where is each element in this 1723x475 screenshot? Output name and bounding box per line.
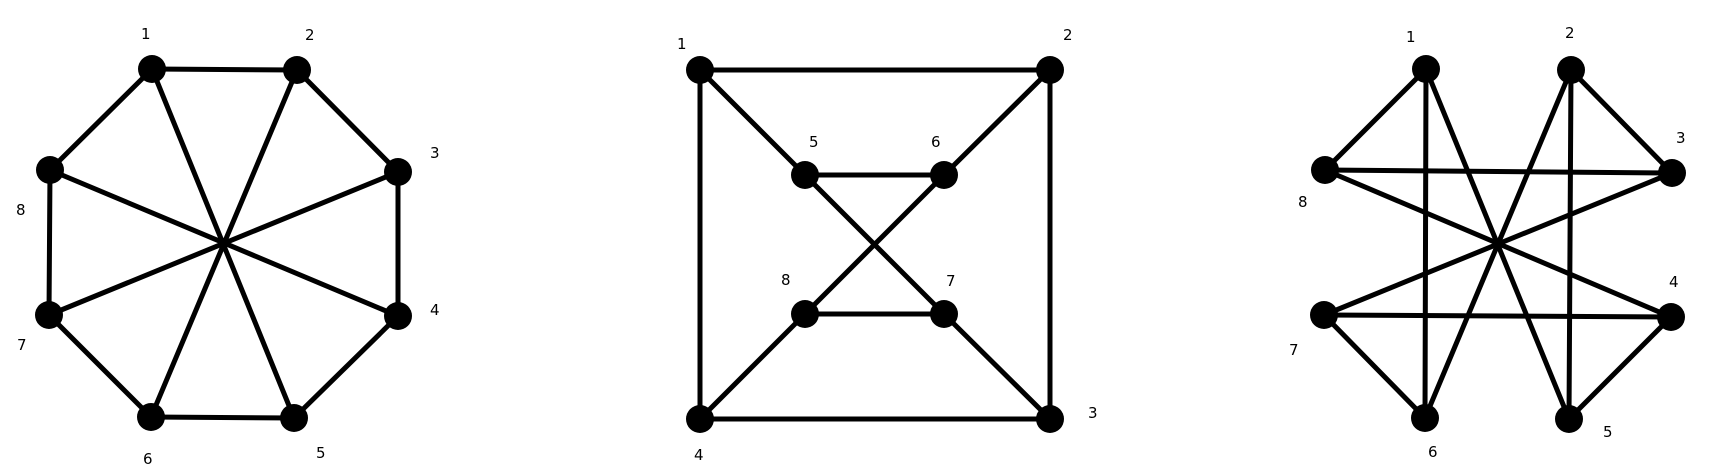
vertex-octagon-2 (283, 56, 311, 84)
edge-crossed-4-8 (1322, 167, 1674, 320)
vertex-label-crossed-2: 2 (1565, 24, 1575, 42)
vertex-squares-1 (686, 56, 714, 84)
vertex-label-crossed-7: 7 (1289, 341, 1299, 359)
edge-octagon-6-7 (46, 312, 154, 420)
graph-crossed: 1 2 3 4 5 6 7 8 (1289, 24, 1686, 461)
vertex-squares-5 (791, 161, 819, 189)
vertex-octagon-4 (384, 302, 412, 330)
vertex-label-squares-8: 8 (781, 271, 791, 289)
edge-crossed-1-6 (1422, 66, 1429, 421)
edge-octagon-2-3 (294, 67, 401, 175)
vertex-crossed-3 (1658, 159, 1686, 187)
vertex-crossed-1 (1412, 55, 1440, 83)
edge-squares-6-8 (802, 172, 947, 317)
vertex-label-octagon-4: 4 (430, 301, 440, 319)
vertex-octagon-1 (138, 55, 166, 83)
vertex-label-octagon-6: 6 (143, 450, 153, 468)
vertex-label-squares-5: 5 (809, 133, 819, 151)
vertex-label-octagon-8: 8 (16, 201, 26, 219)
vertex-squares-2 (1036, 56, 1064, 84)
graph-squares: 1 2 3 4 5 6 7 8 (677, 26, 1098, 464)
vertex-label-crossed-6: 6 (1428, 443, 1438, 461)
edge-octagon-7-8 (46, 167, 53, 318)
edge-crossed-8-3 (1322, 167, 1675, 176)
graph-octagon: 1 2 3 4 5 6 7 8 (16, 25, 440, 468)
vertex-label-crossed-5: 5 (1603, 423, 1613, 441)
edge-crossed-7-4 (1321, 312, 1674, 320)
vertex-crossed-2 (1557, 56, 1585, 84)
vertex-crossed-7 (1310, 301, 1338, 329)
vertex-octagon-3 (384, 158, 412, 186)
vertex-octagon-8 (36, 156, 64, 184)
vertex-label-octagon-5: 5 (316, 444, 326, 462)
vertex-label-squares-1: 1 (677, 35, 687, 53)
vertex-octagon-7 (35, 301, 63, 329)
vertex-label-squares-2: 2 (1063, 26, 1073, 44)
edge-squares-3-7 (941, 311, 1053, 422)
vertex-squares-3 (1036, 405, 1064, 433)
edge-squares-1-5 (697, 67, 808, 178)
vertex-crossed-8 (1311, 156, 1339, 184)
edge-octagon-4-5 (291, 313, 401, 421)
edge-octagon-5-6 (148, 414, 297, 421)
vertex-label-crossed-4: 4 (1669, 273, 1679, 291)
vertex-crossed-4 (1657, 303, 1685, 331)
vertex-label-squares-7: 7 (946, 272, 956, 290)
edge-crossed-4-5 (1566, 314, 1674, 422)
vertex-label-octagon-2: 2 (305, 26, 315, 44)
edge-crossed-2-5 (1566, 67, 1574, 422)
vertex-label-octagon-3: 3 (430, 144, 440, 162)
vertex-squares-8 (791, 300, 819, 328)
vertex-label-crossed-8: 8 (1298, 193, 1308, 211)
edge-crossed-6-7 (1321, 312, 1428, 421)
edge-crossed-2-3 (1568, 67, 1675, 176)
vertex-octagon-5 (280, 404, 308, 432)
vertex-label-squares-3: 3 (1088, 404, 1098, 422)
vertex-crossed-5 (1555, 405, 1583, 433)
vertex-squares-7 (930, 300, 958, 328)
edge-squares-2-6 (941, 67, 1053, 178)
vertex-squares-4 (686, 405, 714, 433)
edge-octagon-1-2 (149, 66, 300, 73)
edge-octagon-8-1 (47, 66, 155, 173)
vertex-squares-6 (930, 161, 958, 189)
edge-squares-4-8 (697, 311, 808, 422)
vertex-label-squares-6: 6 (931, 133, 941, 151)
edge-crossed-1-8 (1322, 66, 1429, 173)
vertex-label-squares-4: 4 (694, 446, 704, 464)
edge-octagon-4-8 (47, 167, 401, 319)
vertex-octagon-6 (137, 403, 165, 431)
vertex-label-octagon-7: 7 (17, 336, 27, 354)
vertex-label-octagon-1: 1 (141, 25, 151, 43)
vertex-label-crossed-3: 3 (1676, 129, 1686, 147)
vertex-crossed-6 (1411, 404, 1439, 432)
vertex-label-crossed-1: 1 (1406, 28, 1416, 46)
